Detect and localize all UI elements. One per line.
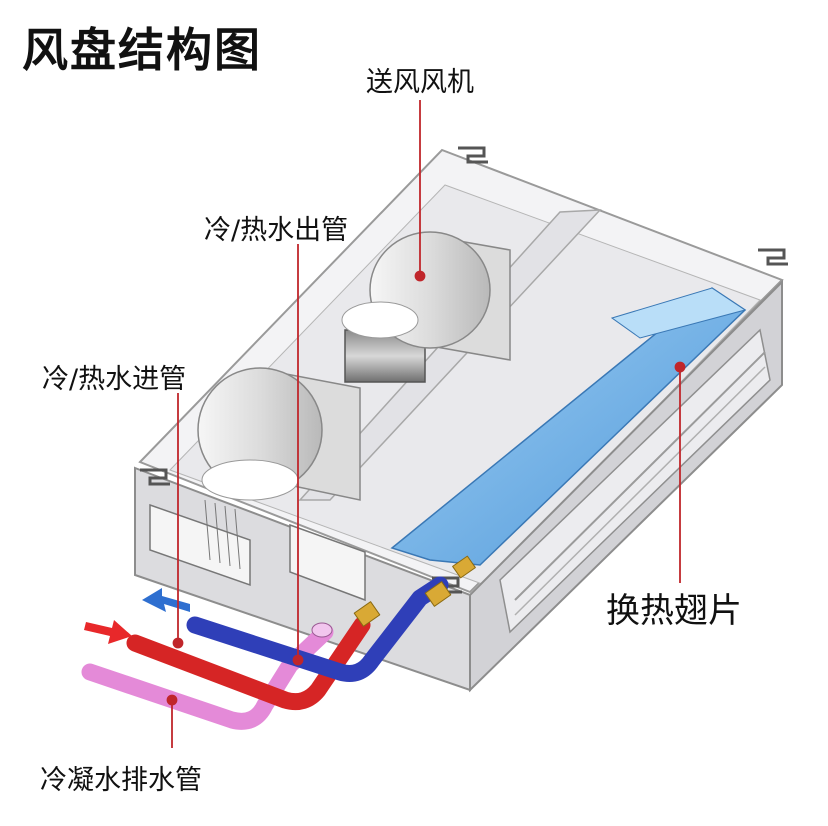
- fins-label: 换热翅片: [606, 591, 742, 631]
- heat-exchange-coil: [390, 287, 747, 566]
- leader-lines: [166, 100, 686, 748]
- diagram-title: 风盘结构图: [22, 23, 262, 77]
- outlet-pipe: [186, 576, 449, 682]
- inlet-pipe: [126, 616, 371, 711]
- outlet-pipe-label: 冷/热水出管: [204, 215, 349, 246]
- pipes: [81, 555, 476, 730]
- blower-fans: [197, 231, 511, 570]
- blower-label: 送风风机: [366, 67, 474, 98]
- inlet-pipe-label: 冷/热水进管: [42, 364, 187, 395]
- flow-in-arrow: [84, 620, 132, 644]
- drain-pipe-label: 冷凝水排水管: [40, 765, 202, 796]
- drain-pipe: [81, 623, 334, 730]
